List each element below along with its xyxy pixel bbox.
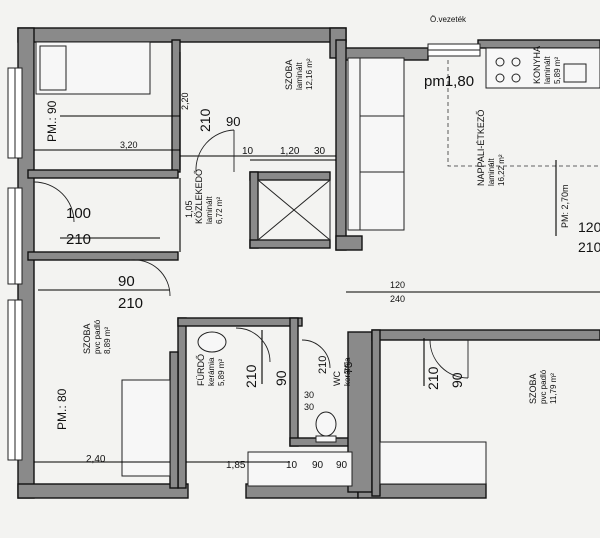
label-top-small: Ö.vezeték: [430, 15, 467, 24]
toilet-tank-icon: [315, 435, 337, 443]
wall-living-stub: [335, 235, 363, 251]
wall-room1-bottom: [27, 169, 179, 179]
door-arc-corridor: [33, 181, 75, 223]
dim-30: 30: [314, 146, 326, 157]
room-label-furdo: FÜRDŐkerámia5,89 m²: [196, 354, 226, 386]
wardrobe-icon: [379, 441, 487, 485]
door-210-b: 210: [66, 231, 91, 248]
wall-bath-left: [177, 317, 187, 489]
windows: [7, 43, 481, 461]
label-pm-kitchen: PM: 2,70m: [560, 184, 570, 228]
label-pm-left-top: PM.: 90: [45, 100, 59, 142]
door-210-right: 210: [578, 239, 600, 255]
door-100: 100: [66, 205, 91, 222]
door-210-d: 210: [243, 364, 259, 388]
wall-bath-top: [177, 317, 303, 327]
room-label-szoba-3: SZOBApvc padló11,79 m²: [528, 369, 558, 404]
wall-room3-left: [371, 329, 381, 497]
toilet-icon: [315, 411, 337, 437]
bed-room2-icon: [121, 379, 171, 477]
tub-10: 10: [286, 460, 298, 471]
pillow-icon: [39, 45, 67, 91]
door-240: 240: [390, 294, 405, 304]
room-label-szoba-1: SZOBAlaminált12,16 m²: [284, 58, 314, 90]
dim-220: 2,20: [180, 92, 190, 110]
wall-shaft-top: [249, 171, 331, 181]
wall-living-left: [335, 39, 347, 251]
room-label-wc: WCkerámia: [332, 357, 352, 386]
door-210-f: 210: [425, 366, 441, 390]
tub-90b: 90: [336, 460, 348, 471]
door-arc-room1: [195, 129, 235, 173]
wall-shaft-bottom: [249, 239, 331, 249]
door-90-d: 90: [273, 370, 289, 386]
text-labels: Ö.vezeték pm1,80 PM.: 90 PM.: 80 PM: 2,7…: [45, 15, 600, 471]
kitchen-dashed-outline: [447, 60, 600, 167]
door-210-a: 210: [197, 108, 213, 132]
room-label-nappali: NAPPALI-ÉTKEZŐlaminált16,22 m²: [476, 110, 506, 186]
wall-bath-right: [289, 317, 299, 447]
door-90-a: 90: [226, 114, 240, 129]
wc-30b: 30: [304, 402, 314, 412]
shaft-icon: [257, 179, 331, 241]
room-label-konyha: KONYHAlaminált5,89 m²: [532, 46, 562, 84]
wall-bottom-left: [17, 483, 189, 499]
room-labels: SZOBAlaminált12,16 m² KONYHAlaminált5,89…: [82, 46, 562, 404]
room-label-kozlekedo: KÖZLEKEDŐlaminált6,72 m²: [194, 169, 224, 224]
tub-90a: 90: [312, 460, 324, 471]
door-arc-room3: [429, 339, 469, 379]
dim-240: 2,40: [86, 454, 106, 465]
room-label-szoba-2: SZOBApvc padló8,89 m²: [82, 319, 112, 354]
bathtub-icon: [247, 451, 353, 487]
door-120-right: 120: [578, 219, 600, 235]
fixtures: [35, 41, 600, 487]
wall-top-left: [17, 27, 347, 43]
wall-room3-top: [371, 329, 600, 341]
dim-120-top: 1,20: [280, 146, 300, 157]
label-pm-ceiling: pm1,80: [424, 73, 474, 90]
door-210-c: 210: [118, 295, 143, 312]
doors: [33, 129, 469, 379]
sink-icon: [563, 63, 587, 83]
door-arc-bath: [235, 327, 271, 363]
door-120: 120: [390, 280, 405, 290]
door-90-b: 90: [118, 273, 135, 290]
door-210-e: 210: [317, 356, 329, 374]
dim-105: 1,05: [184, 200, 194, 218]
wall-shaft-left: [249, 171, 259, 249]
wall-room2-top: [27, 251, 179, 261]
wall-room2-right: [169, 351, 179, 489]
wc-30: 30: [304, 390, 314, 400]
door-arc-room2: [129, 259, 171, 297]
wall-room1-right: [171, 39, 181, 173]
dim-185: 1,85: [226, 460, 246, 471]
dim-10: 10: [242, 146, 254, 157]
dim-320: 3,20: [120, 140, 138, 150]
washbasin-icon: [197, 331, 227, 353]
sofa-back-icon: [347, 57, 361, 231]
dimension-lines: [34, 52, 600, 463]
door-75: 75: [343, 362, 355, 374]
label-pm-left-bottom: PM.: 80: [55, 388, 69, 430]
door-90-f: 90: [449, 372, 465, 388]
door-arc-wc: [301, 339, 331, 369]
